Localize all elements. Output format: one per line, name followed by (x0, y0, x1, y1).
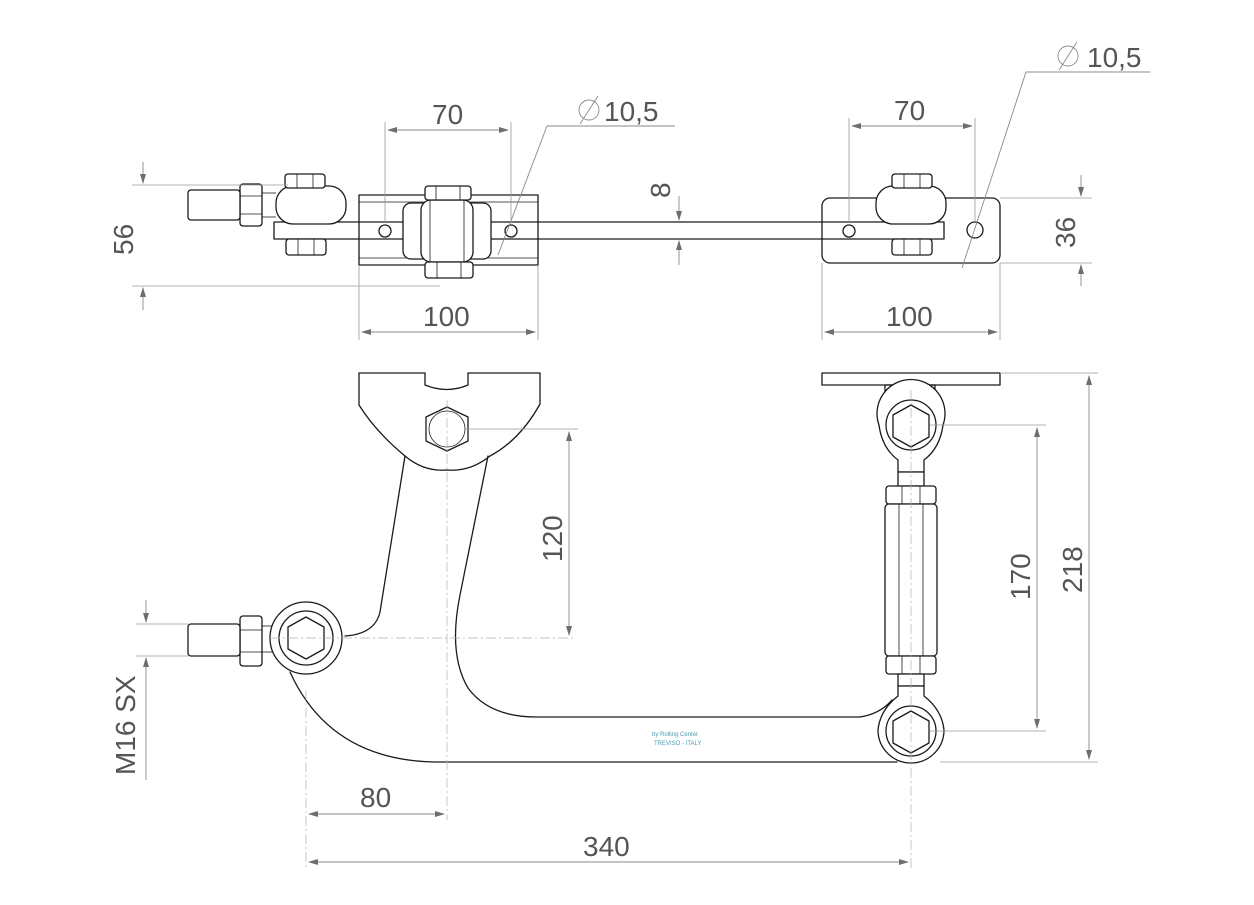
left-hanger-bracket (358, 372, 541, 471)
diameter-symbol-right (1057, 45, 1079, 67)
left-stud-front (187, 623, 241, 657)
center-lines (270, 390, 912, 870)
left-rod-eye-top (275, 185, 347, 225)
diameter-symbol-left (578, 99, 600, 121)
left-jam-nut-top (239, 183, 263, 227)
logo-line-2: TREVISO - ITALY (654, 741, 701, 747)
dim-56: 56 (108, 224, 139, 255)
left-bottom-nut (424, 261, 474, 279)
left-stud-top (187, 189, 241, 221)
dim-70-right: 70 (894, 95, 925, 126)
dim-diameter-left: 10,5 (604, 96, 659, 127)
right-rod-nut-top (891, 173, 933, 189)
right-rod-nut-bottom (891, 238, 933, 256)
right-rod-eye-top (875, 185, 947, 225)
dim-120: 120 (537, 515, 568, 562)
top-view (187, 173, 1001, 279)
left-rod-nut-bottom (285, 238, 327, 256)
dimensions: 70 10,5 70 10,5 8 56 36 (108, 41, 1150, 865)
dim-80: 80 (360, 782, 391, 813)
dim-170: 170 (1005, 553, 1036, 600)
left-plate-hole-b (504, 224, 518, 238)
main-bent-arm (289, 455, 898, 763)
logo-line-1: by Rolling Center (652, 732, 698, 738)
dim-36: 36 (1050, 217, 1081, 248)
dim-8: 8 (645, 182, 676, 198)
dim-100-left: 100 (423, 301, 470, 332)
dim-70-left: 70 (432, 99, 463, 130)
right-plate-hole-b (966, 221, 984, 239)
dim-m16-sx: M16 SX (110, 675, 141, 775)
dim-diameter-right: 10,5 (1087, 42, 1142, 73)
front-view: by Rolling Center TREVISO - ITALY (187, 372, 1001, 764)
dim-218: 218 (1057, 546, 1088, 593)
left-plate-hole-a (378, 224, 392, 238)
dim-340: 340 (583, 831, 630, 862)
left-rod-nut-top (284, 173, 326, 189)
dim-100-right: 100 (886, 301, 933, 332)
left-jam-nut-front (239, 615, 263, 667)
right-plate-hole-a (842, 224, 856, 238)
left-top-nut (424, 185, 472, 201)
